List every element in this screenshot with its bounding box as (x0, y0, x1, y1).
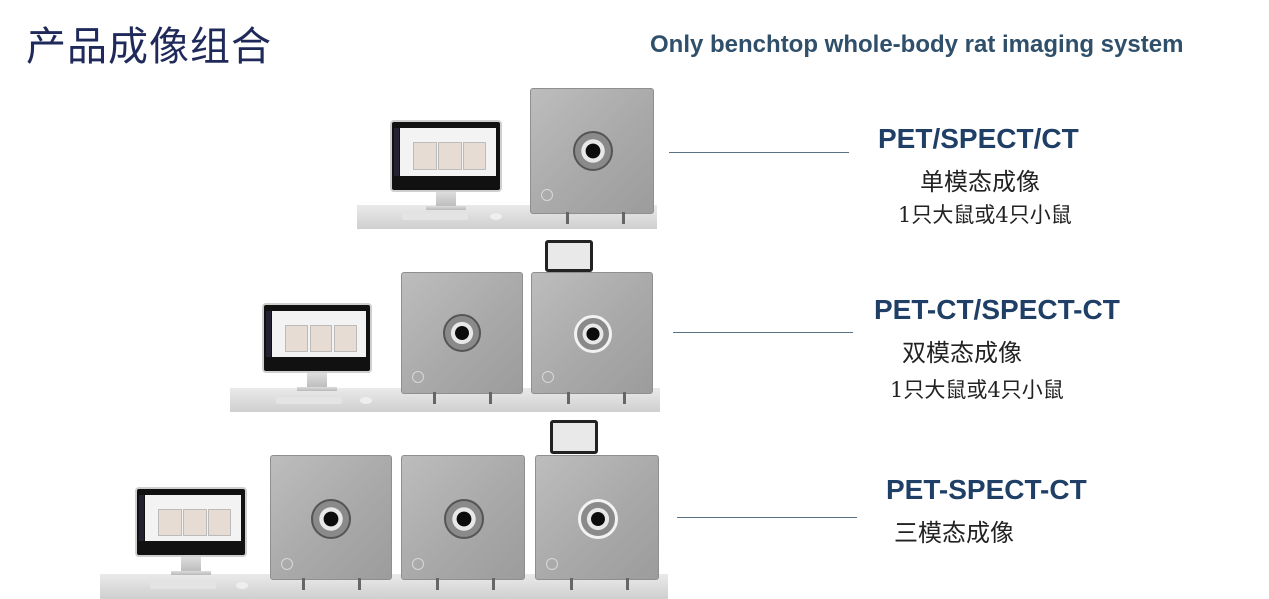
product-name: PET/SPECT/CT (878, 123, 1079, 154)
product-mode: 单模态成像 (920, 168, 1040, 196)
keyboard (402, 213, 468, 220)
tablet-display (545, 240, 593, 272)
workstation-monitor (135, 487, 247, 579)
keyboard (276, 397, 342, 404)
scanner-bore (444, 499, 484, 539)
page-title: 产品成像组合 (26, 24, 272, 70)
scanner-unit (531, 272, 653, 394)
brand-logo-icon (281, 558, 293, 570)
mouse (236, 582, 248, 589)
brand-logo-icon (541, 189, 553, 201)
monitor-screen (390, 120, 502, 192)
page-subtitle: Only benchtop whole-body rat imaging sys… (650, 31, 1184, 58)
scanner-unit (270, 455, 392, 580)
workstation-monitor (262, 303, 372, 395)
leader-line (677, 517, 857, 518)
leader-line (673, 332, 853, 333)
scanner-unit (535, 455, 659, 580)
mouse (360, 397, 372, 404)
leader-line (669, 152, 849, 153)
tablet-display (550, 420, 598, 454)
product-name: PET-CT/SPECT-CT (874, 294, 1120, 325)
brand-logo-icon (412, 371, 424, 383)
brand-logo-icon (542, 371, 554, 383)
scanner-bore (443, 314, 481, 352)
scanner-bore (578, 499, 618, 539)
brand-logo-icon (412, 558, 424, 570)
product-mode: 双模态成像 (902, 339, 1022, 367)
scanner-unit (530, 88, 654, 214)
mouse (490, 213, 502, 220)
scanner-bore (573, 131, 613, 171)
keyboard (150, 582, 216, 589)
product-capacity: 1只大鼠或4只小鼠 (890, 378, 1064, 402)
scanner-unit (401, 455, 525, 580)
monitor-screen (135, 487, 247, 557)
product-name: PET-SPECT-CT (886, 474, 1087, 505)
monitor-screen (262, 303, 372, 373)
scanner-bore (311, 499, 351, 539)
product-mode: 三模态成像 (894, 519, 1014, 547)
workstation-monitor (390, 120, 502, 215)
product-capacity: 1只大鼠或4只小鼠 (898, 203, 1072, 227)
scanner-bore (574, 315, 612, 353)
scanner-unit (401, 272, 523, 394)
brand-logo-icon (546, 558, 558, 570)
